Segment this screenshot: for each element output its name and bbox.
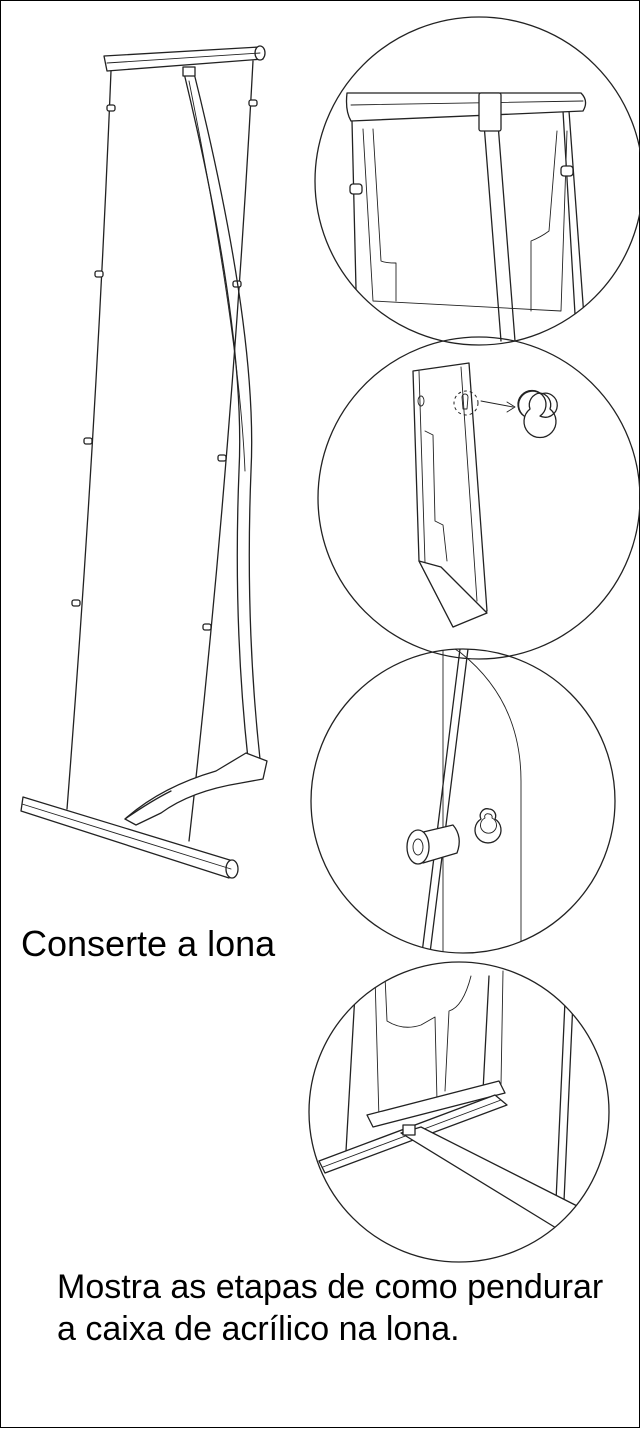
detail-bottom-rail — [308, 961, 610, 1263]
cable-clips — [71, 99, 258, 631]
detail-cable-clip — [310, 648, 616, 954]
base-foot — [124, 752, 268, 826]
support-pole — [182, 66, 261, 760]
instructions-caption: Mostra as etapas de como pendurar a caix… — [57, 1268, 604, 1348]
right-cable — [188, 60, 254, 842]
detail-top-rail — [314, 16, 640, 346]
bottom-rail — [20, 796, 239, 879]
banner-stand — [20, 45, 268, 879]
fix-banner-caption: Conserte a lona — [21, 923, 276, 964]
detail-acrylic-holder — [317, 336, 640, 660]
keyhole-icon — [517, 389, 558, 418]
top-rail — [103, 45, 266, 72]
